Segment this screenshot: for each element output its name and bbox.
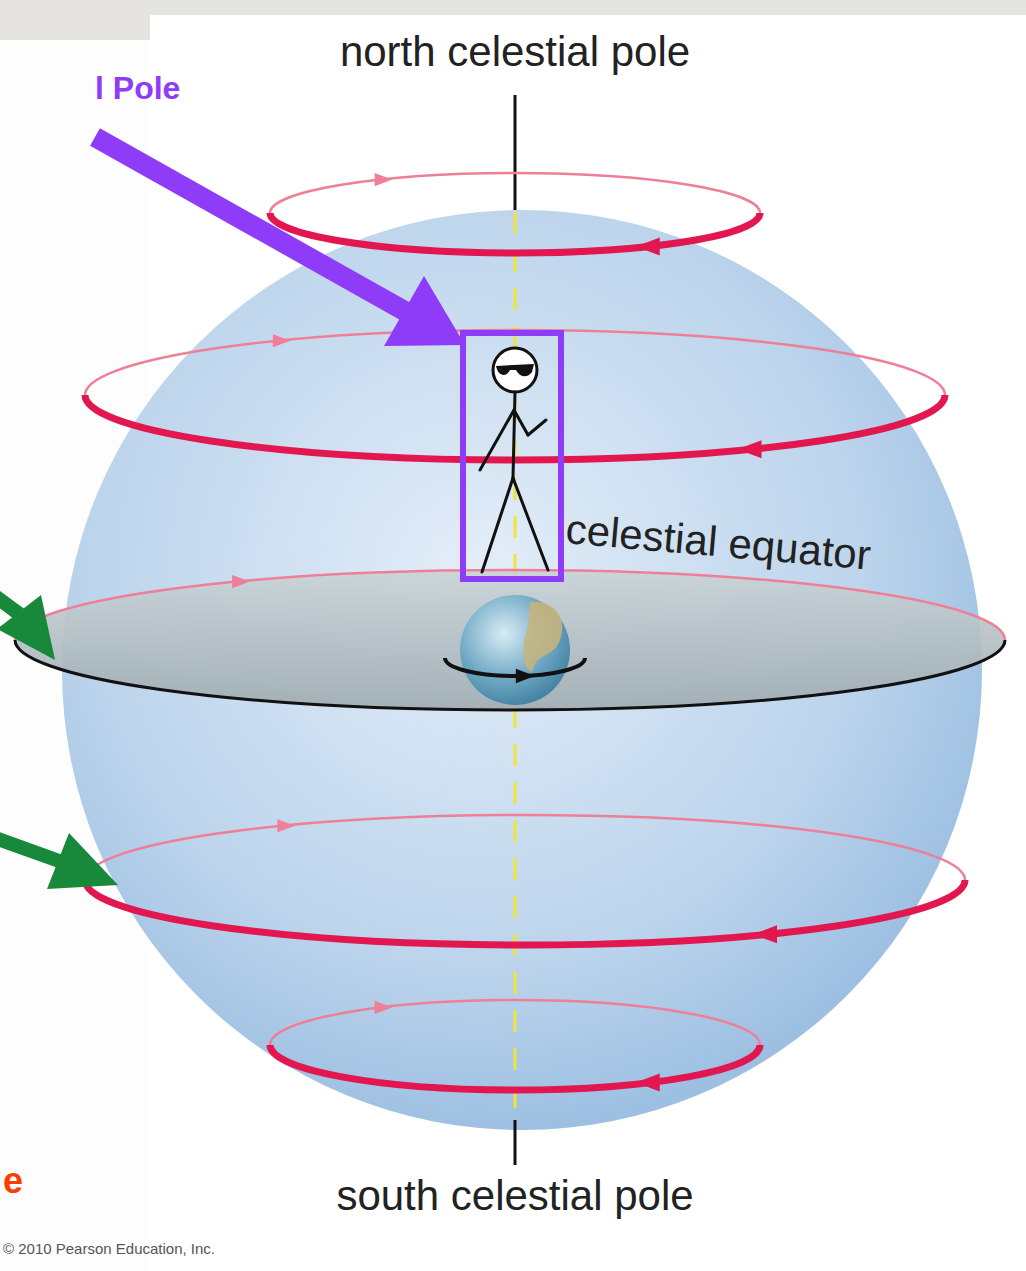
pointer-arrow-shaft xyxy=(0,838,62,862)
star-path-arrowhead xyxy=(375,173,393,186)
star-path-back xyxy=(85,330,945,395)
figure-limb xyxy=(513,392,515,478)
star-path-arrowhead xyxy=(738,440,762,458)
earth xyxy=(460,595,570,705)
star-path-back xyxy=(85,815,965,880)
star-path-arrowhead xyxy=(232,575,250,588)
callout-text: e xyxy=(3,1160,23,1201)
pointer-arrow-shaft xyxy=(0,585,22,616)
pole-label: north celestial pole xyxy=(340,28,690,76)
copyright-note: © 2010 Pearson Education, Inc. xyxy=(3,1240,215,1257)
figure-head xyxy=(493,348,537,392)
figure-limb xyxy=(482,478,513,572)
star-path-arrowhead xyxy=(636,1074,660,1092)
star-path-front xyxy=(85,880,965,945)
pointer-arrowhead xyxy=(0,595,55,660)
celestial-equator-plane xyxy=(15,570,1005,710)
callout-text: l Pole xyxy=(95,70,180,107)
figure-limb xyxy=(480,410,514,470)
stick-figure xyxy=(480,348,548,572)
pointer-arrowhead xyxy=(47,833,118,889)
pointer-arrowhead xyxy=(384,276,465,346)
figure-limb xyxy=(528,420,546,435)
earth-rotation-arrowhead xyxy=(516,669,535,683)
highlight-box xyxy=(463,333,561,579)
star-path-arrowhead xyxy=(753,925,777,943)
figure-limb xyxy=(514,410,528,435)
axis-line xyxy=(514,1120,517,1165)
equator-label: celestial equator xyxy=(564,505,873,580)
pole-label: south celestial pole xyxy=(336,1172,693,1220)
star-path-arrowhead xyxy=(636,237,660,255)
star-path-back xyxy=(270,1000,760,1045)
star-path-back xyxy=(270,173,760,213)
sunglasses xyxy=(496,364,534,376)
star-path-front xyxy=(270,1045,760,1090)
star-path-front xyxy=(270,213,760,253)
earth-rotation-arrow xyxy=(445,658,585,676)
star-path-arrowhead xyxy=(375,1001,393,1014)
star-path-arrowhead xyxy=(277,819,295,832)
star-path-arrowhead xyxy=(273,334,291,347)
axis-line xyxy=(514,95,517,210)
pointer-arrow-shaft xyxy=(95,137,410,314)
earth-land xyxy=(523,602,562,672)
figure-limb xyxy=(513,478,548,570)
sphere-drawing xyxy=(0,95,1005,1165)
